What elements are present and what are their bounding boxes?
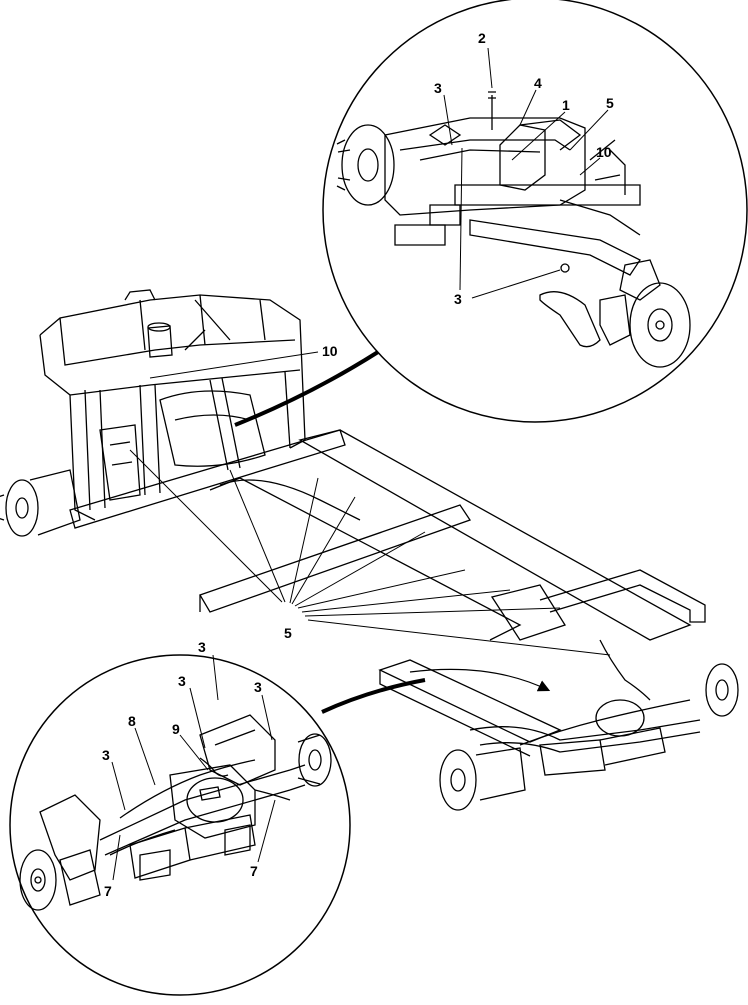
callout-3: 3 [178,673,186,689]
callout-8: 8 [128,713,136,729]
callout-3: 3 [102,747,110,763]
front-suspension-detail [336,91,691,368]
bottom-detail-connector [321,678,426,714]
callout-3: 3 [198,639,206,655]
callout-2: 2 [478,30,486,46]
callout-4: 4 [534,75,542,91]
bottom-leader-lines [111,654,276,881]
callout-10: 10 [322,343,338,359]
callout-3: 3 [254,679,262,695]
bottom-detail-circle: 3 3 3 8 9 3 7 7 [9,639,351,996]
top-detail-connector [234,350,380,427]
callout-1: 1 [562,97,570,113]
callout-5: 5 [606,95,614,111]
callout-5: 5 [284,625,292,641]
top-leader-lines [443,47,609,299]
rear-axle-detail [19,714,332,911]
callout-3: 3 [454,291,462,307]
main-chassis-frame [0,289,739,811]
top-detail-circle: 2 3 4 1 5 10 3 [322,0,748,423]
callout-10: 10 [596,144,612,160]
callout-7: 7 [104,883,112,899]
callout-3: 3 [434,80,442,96]
rear-axle-arrow [409,668,551,692]
main-leader-lines [129,351,611,656]
callout-7: 7 [250,863,258,879]
callout-9: 9 [172,721,180,737]
